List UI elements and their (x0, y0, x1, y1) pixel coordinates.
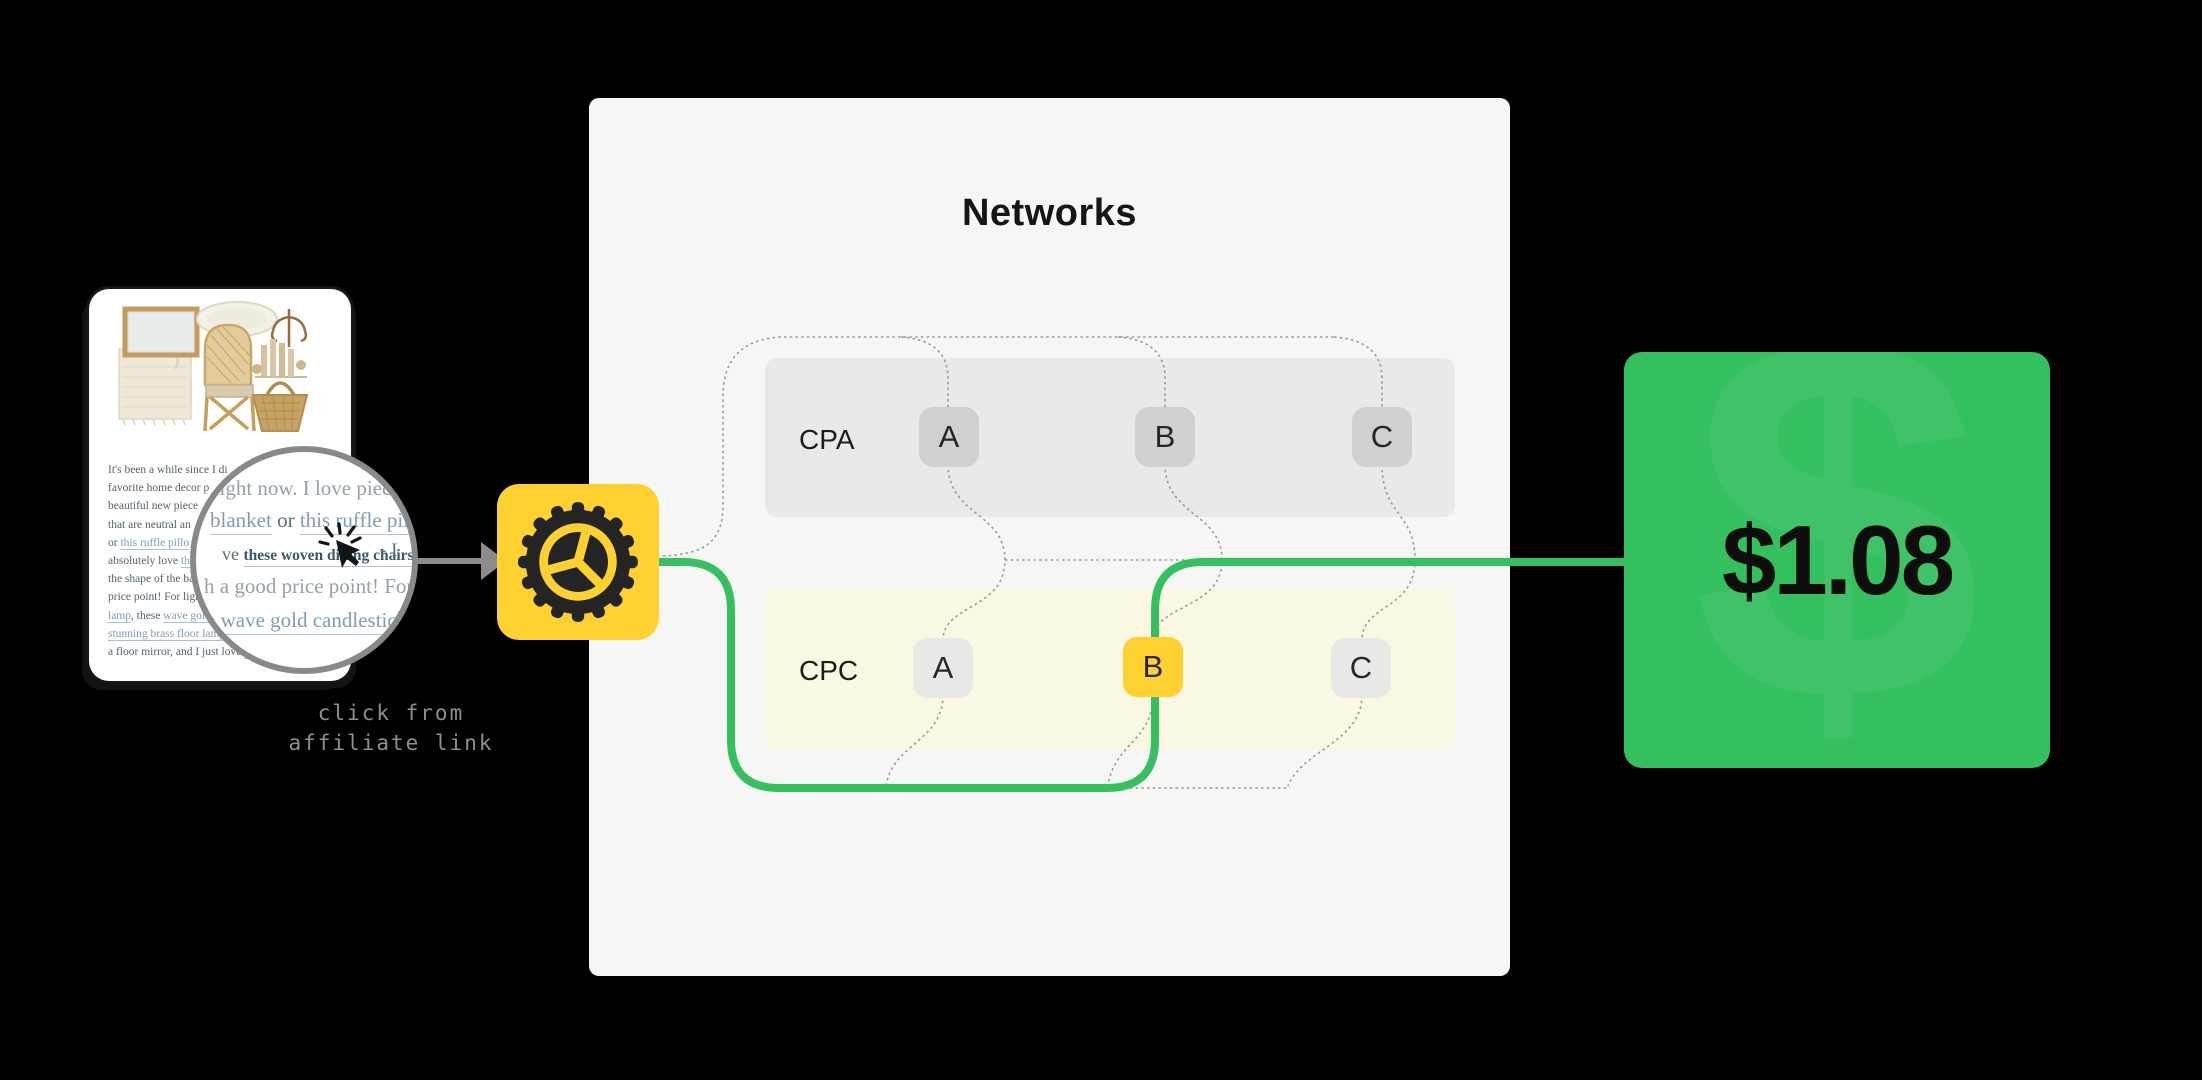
payout-box: $ $1.08 (1624, 352, 2050, 768)
networks-title: Networks (961, 192, 1138, 234)
line3-prefix: ve (222, 544, 244, 564)
blog-inline-text: the shape of the ba (108, 573, 195, 586)
blog-inline-text: price point! For light (108, 591, 205, 604)
chip-label: C (1349, 650, 1373, 685)
woven-dining-chairs-link[interactable]: these woven dining chairs (243, 547, 412, 567)
gear-icon (518, 502, 638, 622)
cpc-row-label: CPC (799, 655, 859, 686)
mirror-shape (122, 306, 200, 358)
candlesticks-shape (252, 339, 307, 378)
blog-inline-text: that are neutral an (108, 518, 191, 531)
chair-shape (203, 323, 256, 432)
magnified-text-line4: h a good price point! For (204, 574, 414, 598)
chip-label: B (1154, 419, 1176, 454)
gold-candlestick-link[interactable]: wave gold candlestick (220, 608, 408, 635)
blanket-link[interactable]: blanket (210, 508, 272, 535)
cpc-network-chip-b-selected: B (1123, 637, 1183, 697)
blog-inline-text: favorite home decor p (108, 482, 210, 495)
payout-amount: $1.08 (1721, 504, 1955, 615)
blog-inline-text: , these (131, 609, 164, 622)
cpa-network-chip-a: A (919, 407, 979, 467)
blog-text-line: or this ruffle pillo (108, 534, 336, 552)
magnified-text-line1: . right now. I love piece (202, 476, 401, 500)
cpc-network-chip-c: C (1331, 638, 1391, 698)
blog-text-line: It's been a while since I di (108, 461, 336, 479)
magnified-text-line3-suffix: - I (380, 540, 398, 561)
magnifier-lens: . right now. I love piece blanket or thi… (190, 446, 418, 674)
chip-label: A (932, 650, 954, 685)
blog-text-line: price point! For light (108, 588, 336, 606)
chip-label: B (1142, 649, 1164, 684)
ruffle-pillow-link[interactable]: this ruffle pillow (299, 508, 412, 535)
basket-shape (251, 381, 309, 432)
blog-text-line: that are neutral an (108, 516, 336, 534)
blog-inline-link[interactable]: lamp (108, 609, 131, 623)
cpa-row-label: CPA (799, 424, 855, 455)
cpc-network-chip-a: A (913, 638, 973, 698)
magnified-text-line5: e wave gold candlestick (206, 608, 408, 635)
blog-inline-text: a floor mirror, and I just love (108, 646, 245, 659)
blog-inline-link[interactable]: this ruffle pillo (120, 536, 190, 550)
caption-line2: affiliate link (288, 731, 494, 755)
home-decor-collage-image (118, 301, 309, 432)
rack-shape (270, 309, 308, 347)
blog-text-line: the shape of the ba (108, 570, 336, 588)
affiliate-engine-box (497, 484, 659, 640)
blog-inline-text: absolutely love (108, 555, 181, 568)
cpa-network-chip-b: B (1135, 407, 1195, 467)
cpa-network-chip-c: C (1352, 407, 1412, 467)
caption-line1: click from (317, 701, 465, 725)
click-cursor-icon (318, 522, 362, 568)
caption-click-from-affiliate-link: click from affiliate link (246, 698, 536, 758)
chip-label: C (1370, 419, 1394, 454)
chip-label: A (938, 419, 960, 454)
blog-inline-link[interactable]: stunning brass floor lamp (108, 627, 226, 641)
blog-inline-text: beautiful new piece (108, 500, 199, 513)
blog-inline-text: It's been a while since I di (108, 464, 228, 476)
blog-text-line: favorite home decor p (108, 479, 336, 497)
magnified-text-line3: ve these woven dining chairs (222, 544, 412, 567)
line2-plain: or (271, 508, 300, 532)
line5-prefix: e (206, 608, 221, 635)
blog-inline-text: or (108, 536, 121, 549)
blanket-shape (118, 347, 192, 426)
dollar-watermark-icon: $ (1692, 352, 1982, 768)
blog-text-line: beautiful new piece (108, 497, 336, 515)
magnified-text-line2: blanket or this ruffle pillow (210, 508, 412, 535)
